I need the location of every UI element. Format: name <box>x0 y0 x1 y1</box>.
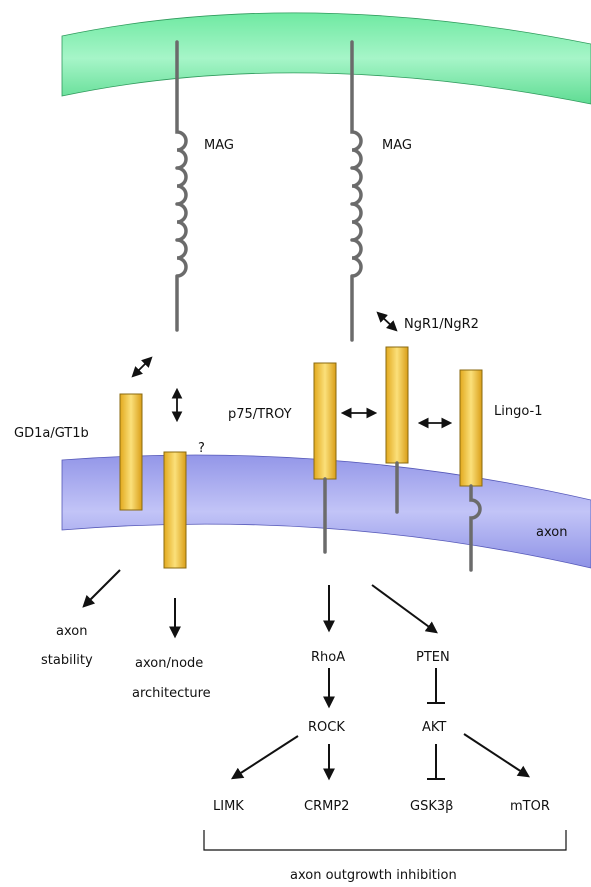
lingo-label: Lingo-1 <box>494 404 543 419</box>
limk-label: LIMK <box>213 799 244 814</box>
question-mark: ? <box>198 441 205 456</box>
mag-left-molecule <box>175 40 188 332</box>
ngr-label: NgR1/NgR2 <box>404 317 479 332</box>
axon-stability-label-2: stability <box>41 653 93 668</box>
axon-membrane-label: axon <box>536 525 567 540</box>
rock-label: ROCK <box>308 720 345 735</box>
crmp2-label: CRMP2 <box>304 799 349 814</box>
node-architecture-label-2: architecture <box>132 686 211 701</box>
signaling-arrows <box>82 569 531 781</box>
mag-right-label: MAG <box>382 138 412 153</box>
node-architecture-label-1: axon/node <box>135 656 203 671</box>
mag-left-label: MAG <box>204 138 234 153</box>
gsk3-label: GSK3β <box>410 799 453 814</box>
unknown-receptor <box>163 451 187 569</box>
p75-label: p75/TROY <box>228 407 292 422</box>
myelin-membrane <box>61 12 591 105</box>
p75-troy-receptor <box>313 362 337 480</box>
akt-label: AKT <box>422 720 446 735</box>
outgrowth-label: axon outgrowth inhibition <box>290 868 457 883</box>
inhibition-lines <box>427 668 445 780</box>
lingo1-receptor <box>459 369 483 487</box>
rhoa-label: RhoA <box>311 650 345 665</box>
outgrowth-bracket <box>203 830 567 851</box>
axon-stability-label-1: axon <box>56 624 87 639</box>
interaction-arrows <box>131 311 453 429</box>
mag-right-molecule <box>350 40 363 342</box>
ganglioside-label: GD1a/GT1b <box>14 426 89 441</box>
lingo1-stalk <box>469 484 482 572</box>
ganglioside-receptor <box>119 393 143 511</box>
pten-label: PTEN <box>416 650 450 665</box>
ngr-receptor <box>385 346 409 464</box>
mtor-label: mTOR <box>510 799 550 814</box>
